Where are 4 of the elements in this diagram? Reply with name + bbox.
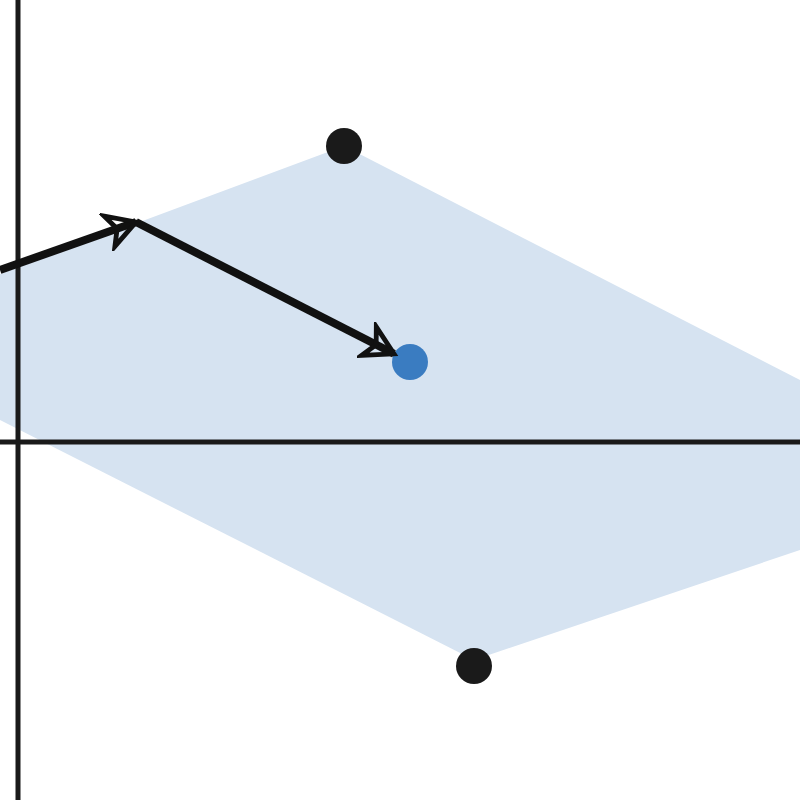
point-dot bbox=[456, 648, 492, 684]
arrow bbox=[134, 218, 397, 358]
arrow bbox=[0, 213, 139, 274]
point-dot bbox=[326, 128, 362, 164]
